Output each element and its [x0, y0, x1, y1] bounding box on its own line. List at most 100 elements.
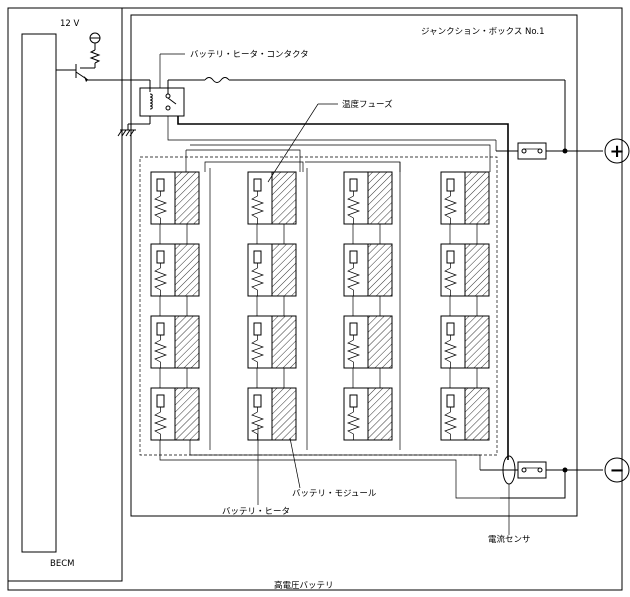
heater-cell — [150, 171, 176, 225]
current-sensor-label: 電流センサ — [488, 534, 531, 545]
module-cell — [367, 171, 393, 225]
heater-resistor — [346, 411, 361, 435]
heater-cell — [247, 315, 273, 369]
heater-resistor — [443, 339, 458, 363]
junction-box-frame — [130, 14, 578, 517]
heater-contactor-label: バッテリ・ヒータ・コンタクタ — [190, 50, 309, 60]
heater-cell — [247, 243, 273, 297]
positive-bus — [167, 116, 603, 160]
contactor-fuse — [204, 77, 566, 151]
thermal-fuse-label: 温度フューズ — [342, 99, 393, 110]
module-cell — [367, 243, 393, 297]
battery-module — [150, 171, 200, 225]
fuse-element — [156, 178, 165, 192]
fuse-element — [349, 322, 358, 336]
negative-bus — [480, 455, 603, 535]
module-cell — [271, 387, 297, 441]
module-cell — [174, 387, 200, 441]
heater-cell — [440, 171, 466, 225]
heater-resistor — [346, 195, 361, 219]
fuse-element — [253, 394, 262, 408]
contactor-box — [139, 87, 185, 117]
heater-cell — [440, 315, 466, 369]
module-cell — [271, 171, 297, 225]
contactor-coil — [149, 93, 153, 110]
battery-module — [150, 315, 200, 369]
heater-cell — [440, 387, 466, 441]
hv-battery-frame — [7, 7, 623, 591]
battery-module — [150, 387, 200, 441]
fuse-element — [446, 178, 455, 192]
heater-cell — [150, 315, 176, 369]
module-cell — [174, 171, 200, 225]
module-cell — [174, 243, 200, 297]
battery-module — [247, 387, 297, 441]
battery-heater-label: バッテリ・ヒータ — [222, 507, 290, 517]
fuse-element — [446, 250, 455, 264]
battery-module — [440, 315, 490, 369]
voltage-label: 12 V — [60, 19, 80, 29]
battery-module — [343, 387, 393, 441]
battery-module — [440, 243, 490, 297]
negative-terminal-symbol: − — [609, 460, 624, 481]
battery-module — [343, 243, 393, 297]
module-cell — [464, 387, 490, 441]
fuse-element — [446, 322, 455, 336]
positive-terminal-symbol: + — [609, 141, 624, 162]
module-cell — [464, 171, 490, 225]
battery-module-grid — [150, 171, 490, 441]
heater-resistor — [346, 339, 361, 363]
fuse-element — [253, 250, 262, 264]
heater-cell — [343, 387, 369, 441]
module-cell — [271, 243, 297, 297]
heater-cell — [343, 171, 369, 225]
battery-module — [247, 171, 297, 225]
heater-resistor — [443, 195, 458, 219]
fuse-element — [253, 322, 262, 336]
battery-module — [150, 243, 200, 297]
module-cell — [367, 315, 393, 369]
heater-cell — [247, 171, 273, 225]
leader-battery-module — [289, 437, 301, 489]
leader-thermal-fuse — [267, 103, 319, 183]
module-cell — [464, 315, 490, 369]
module-cell — [464, 243, 490, 297]
fuse-element — [446, 394, 455, 408]
heater-resistor — [153, 267, 168, 291]
negative-terminal — [604, 457, 630, 483]
becm-inner-box — [21, 33, 57, 553]
fuse-element — [349, 178, 358, 192]
battery-module — [247, 243, 297, 297]
module-boundary — [139, 156, 498, 456]
battery-module — [343, 171, 393, 225]
heater-resistor — [250, 411, 265, 435]
resistor-12v — [89, 49, 101, 64]
heater-resistor — [250, 195, 265, 219]
fuse-element — [156, 250, 165, 264]
becm-label: BECM — [50, 559, 74, 569]
heater-resistor — [443, 411, 458, 435]
heater-cell — [343, 243, 369, 297]
positive-terminal — [604, 138, 630, 164]
heater-cell — [150, 387, 176, 441]
becm-outer-box — [7, 7, 123, 582]
fuse-element — [156, 394, 165, 408]
module-cell — [367, 387, 393, 441]
heater-contactor — [117, 79, 205, 137]
heater-resistor — [153, 339, 168, 363]
battery-module — [440, 171, 490, 225]
fuse-element — [156, 322, 165, 336]
junction-box-label: ジャンクション・ボックス No.1 — [421, 27, 545, 37]
battery-module — [247, 315, 297, 369]
module-interconnects — [159, 144, 500, 499]
battery-module — [343, 315, 393, 369]
heater-resistor — [250, 267, 265, 291]
heater-cell — [440, 243, 466, 297]
heater-cell — [150, 243, 176, 297]
junction-box-bus — [177, 116, 509, 460]
heater-resistor — [250, 339, 265, 363]
fuse-element — [349, 394, 358, 408]
heater-cell — [247, 387, 273, 441]
module-cell — [174, 315, 200, 369]
